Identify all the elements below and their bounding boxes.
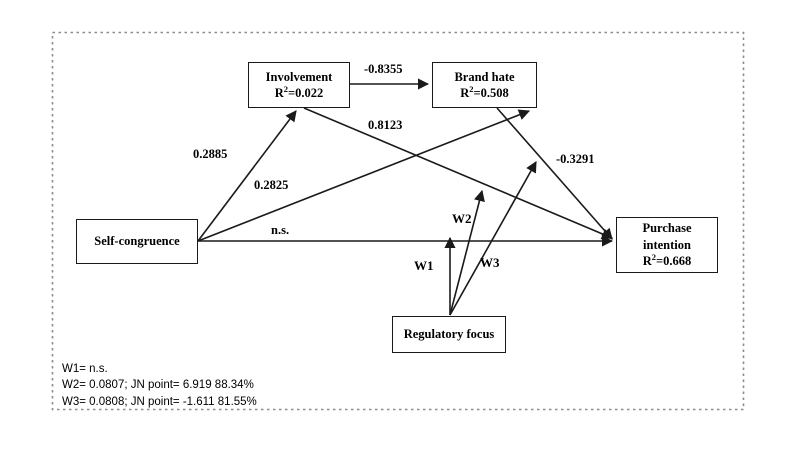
label-self-congruence-to-involvement: 0.2885 <box>193 147 228 161</box>
r-value: =0.668 <box>656 254 692 269</box>
legend-line-w2: W2= 0.0807; JN point= 6.919 88.34% <box>62 379 254 392</box>
node-involvement[interactable]: Involvement R2=0.022 <box>248 62 350 108</box>
r-exponent: 2 <box>651 252 657 263</box>
node-purchase-intention[interactable]: Purchase intention R2=0.668 <box>616 217 718 273</box>
node-regulatory-focus-label: Regulatory focus <box>403 327 495 342</box>
legend-line-w1: W1= n.s. <box>62 363 108 375</box>
r-symbol: R <box>460 86 470 100</box>
r-value: =0.022 <box>288 86 324 100</box>
label-moderator-w1: W1 <box>414 258 434 273</box>
label-self-congruence-to-purchase-intention: n.s. <box>271 223 290 237</box>
label-moderator-w2: W2 <box>452 211 472 226</box>
node-purchase-intention-label-line2: intention <box>643 237 691 252</box>
legend-line-w3: W3= 0.0808; JN point= -1.611 81.55% <box>62 395 257 408</box>
node-brand-hate[interactable]: Brand hate R2=0.508 <box>432 62 537 108</box>
label-brand-hate-to-purchase-intention: -0.3291 <box>556 152 595 166</box>
label-self-congruence-to-brand-hate: 0.2825 <box>254 178 289 192</box>
legend: W1= n.s. W2= 0.0807; JN point= 6.919 88.… <box>62 361 257 410</box>
node-self-congruence[interactable]: Self-congruence <box>76 219 198 264</box>
edge-self-congruence-to-involvement <box>197 110 297 242</box>
node-regulatory-focus[interactable]: Regulatory focus <box>392 316 506 353</box>
node-purchase-intention-r2: R2=0.668 <box>643 253 692 270</box>
node-involvement-r2: R2=0.022 <box>275 85 324 102</box>
label-involvement-to-brand-hate: -0.8355 <box>364 62 403 76</box>
node-purchase-intention-label-line1: Purchase <box>642 221 692 236</box>
edge-involvement-to-purchase-intention <box>303 107 614 240</box>
r-exponent: 2 <box>469 83 474 94</box>
r-symbol: R <box>642 254 652 269</box>
r-value: =0.508 <box>473 86 509 100</box>
label-involvement-to-purchase-intention: 0.8123 <box>368 118 403 132</box>
r-symbol: R <box>274 86 284 100</box>
node-brand-hate-label: Brand hate <box>454 69 515 84</box>
label-moderator-w3: W3 <box>480 255 500 270</box>
r-exponent: 2 <box>283 83 289 94</box>
node-brand-hate-r2: R2=0.508 <box>460 85 509 102</box>
edge-brand-hate-to-purchase-intention <box>496 107 613 240</box>
edge-moderator-w3 <box>449 161 537 316</box>
node-involvement-label: Involvement <box>265 69 333 84</box>
node-self-congruence-label: Self-congruence <box>94 234 180 249</box>
edge-moderator-w2 <box>449 189 485 316</box>
edge-self-congruence-to-brand-hate <box>197 109 531 242</box>
